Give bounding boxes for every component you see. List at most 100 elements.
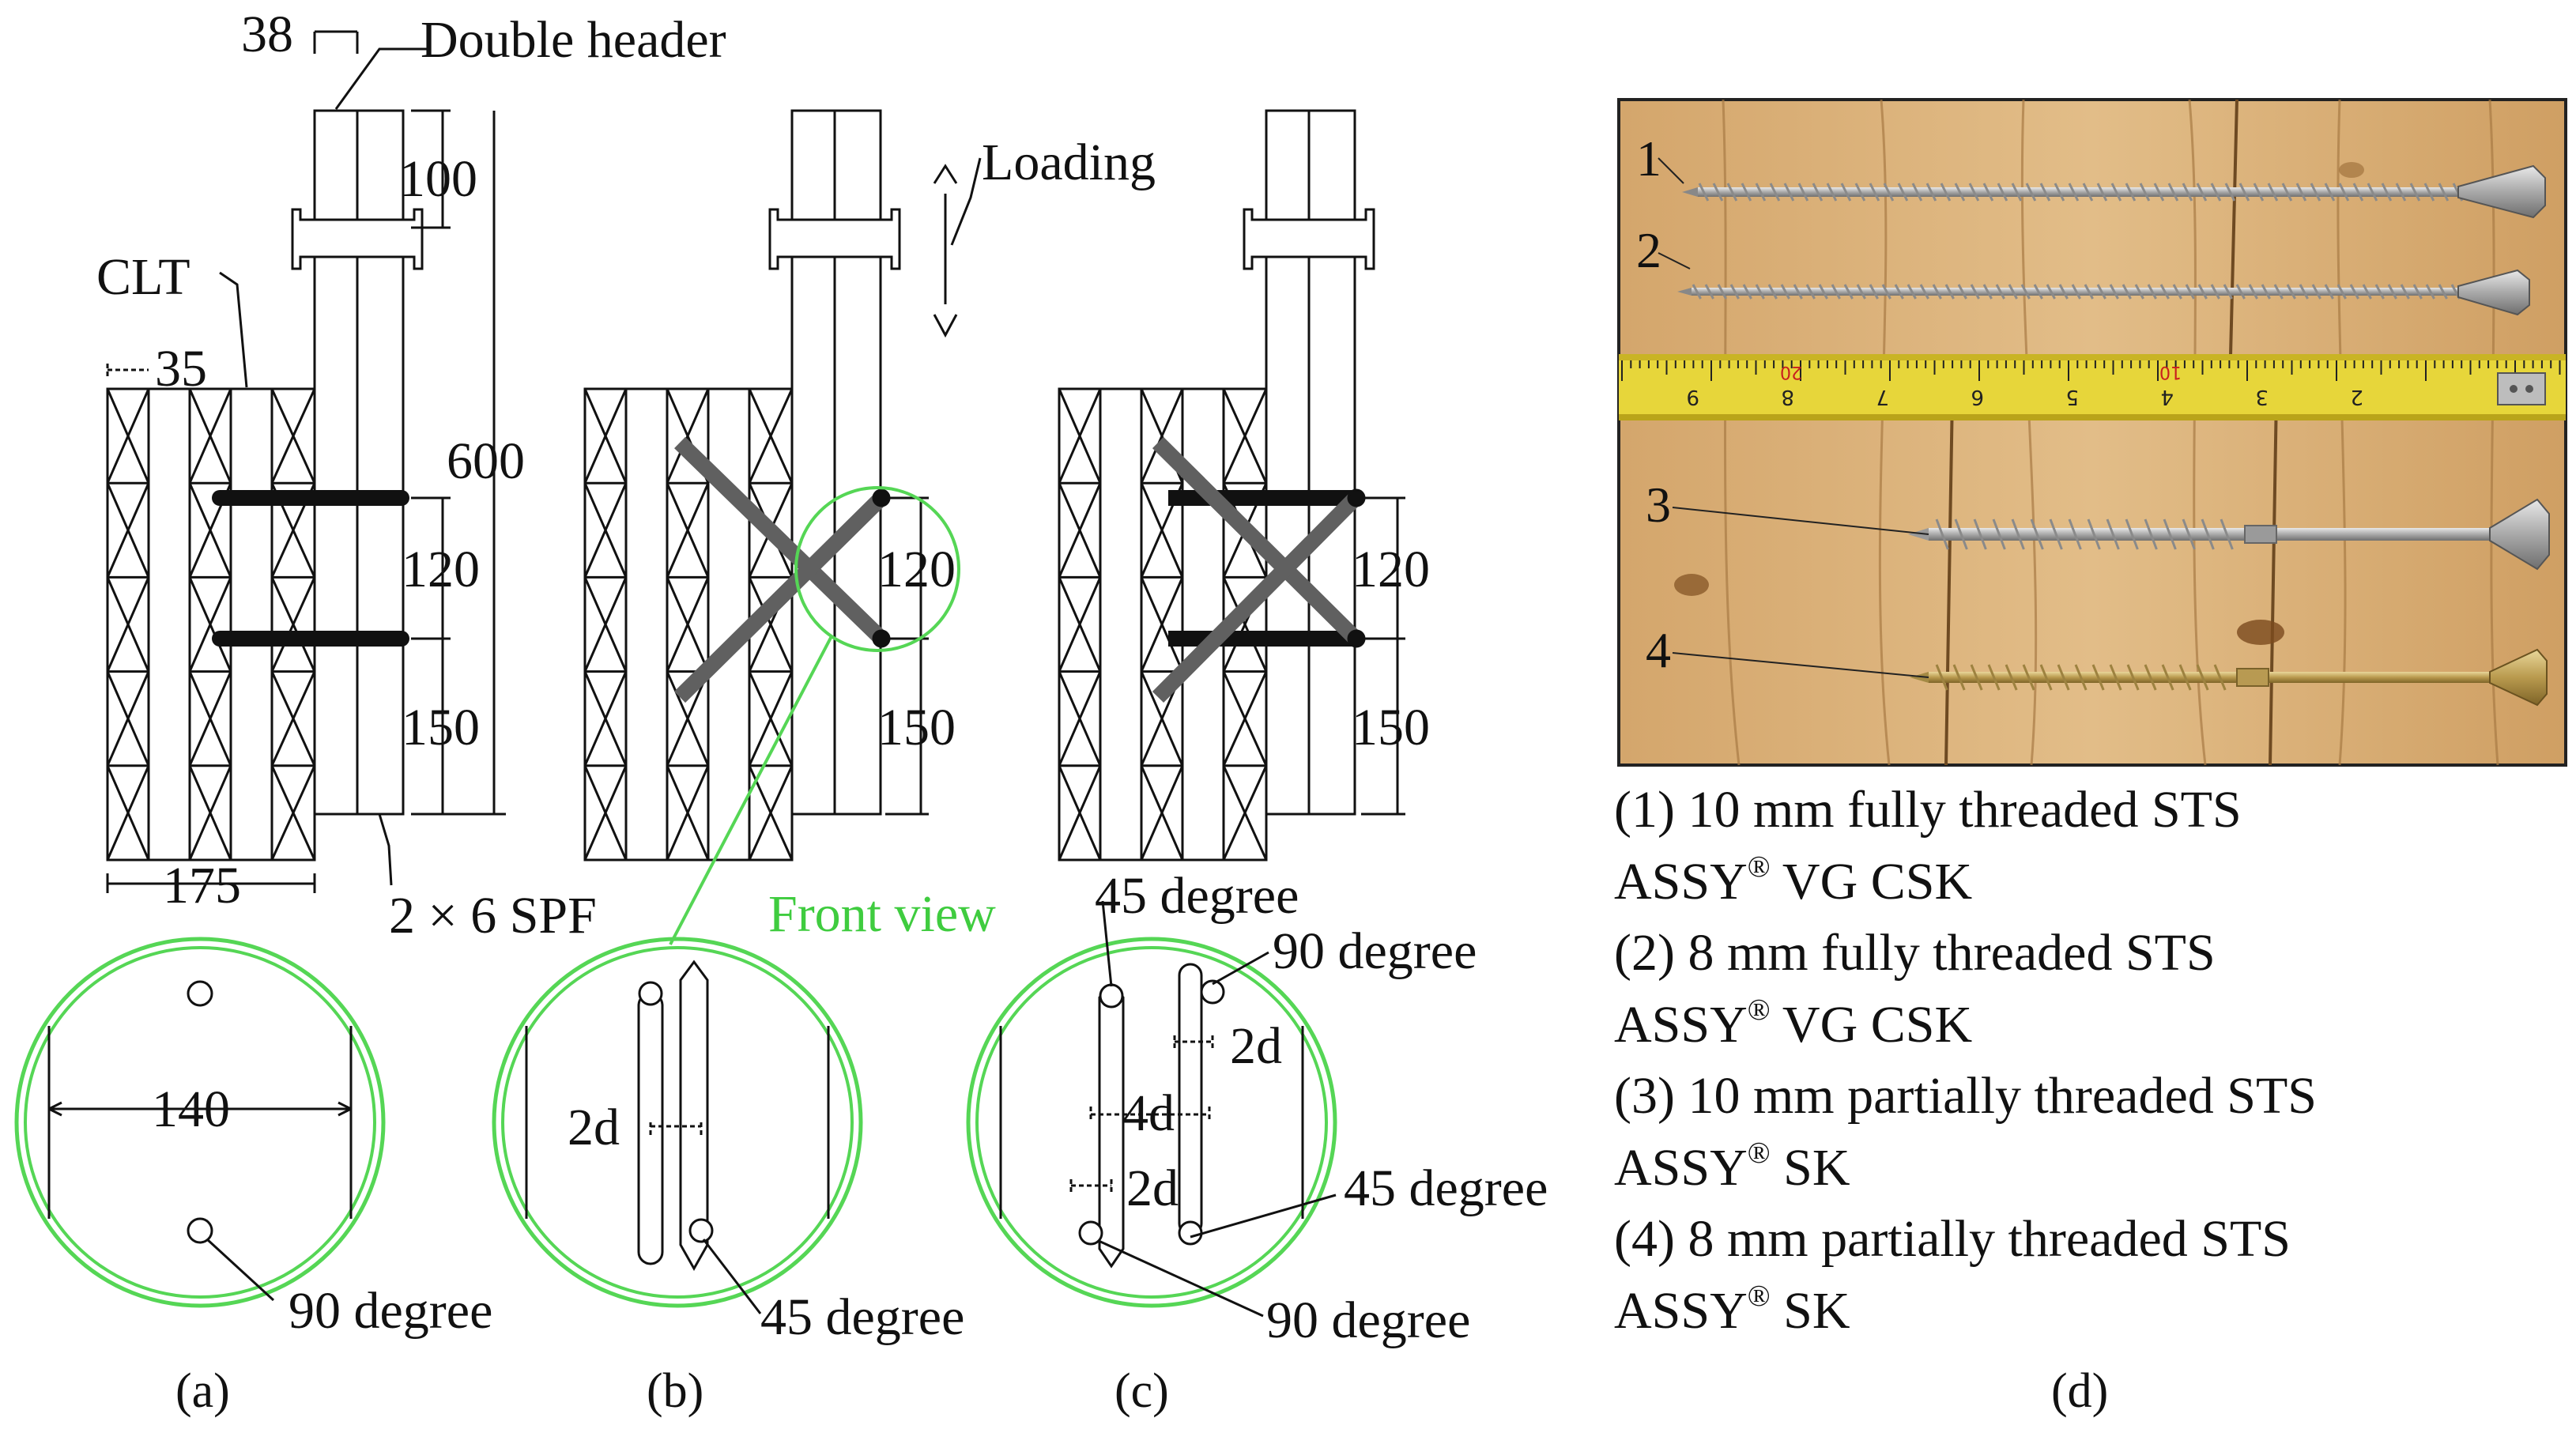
panel-c-side-view [1058, 109, 1405, 862]
screw-thread [2362, 284, 2372, 300]
screw-thread [2068, 183, 2080, 202]
clt-crosshatch [188, 575, 232, 673]
screw-thread [2299, 284, 2309, 300]
screw-thread [2409, 183, 2421, 202]
screw-thread [2025, 183, 2037, 202]
label-clt: CLT [96, 248, 190, 306]
screw-thread [2172, 284, 2182, 300]
screw-thread [2352, 183, 2364, 202]
screw-thread [2374, 284, 2385, 300]
label-2d-c-bottom: 2d [1126, 1159, 1179, 1217]
screw-thread [1780, 284, 1790, 300]
screw-thread [1755, 284, 1765, 300]
caption-d: (d) [2051, 1364, 2108, 1418]
screw-thread [2210, 183, 2222, 202]
label-600: 600 [447, 432, 525, 490]
screw-thread [1932, 284, 1942, 300]
screw-thread [2210, 284, 2220, 300]
screw-thread [1944, 284, 1955, 300]
spf-member-right [833, 109, 882, 816]
screw-thread [1869, 284, 1879, 300]
label-front-view: Front view [768, 885, 996, 943]
label-4d-c: 4d [1122, 1084, 1175, 1142]
screw-thread [2159, 284, 2170, 300]
screw-thread [2033, 284, 2043, 300]
caption-b: (b) [647, 1364, 703, 1418]
screw-slot-90-right [1178, 963, 1203, 1236]
clt-crosshatch [1058, 575, 1102, 673]
screw-thread [2087, 518, 2101, 550]
clt-crosshatch [106, 575, 150, 673]
front-view-a [14, 937, 386, 1308]
screw-thread [2126, 664, 2140, 691]
spf-member-left [1265, 109, 1311, 816]
clt-crosshatch [270, 670, 316, 767]
spf-member-right [1307, 109, 1356, 816]
spf-member-left [313, 109, 359, 816]
clt-crosshatch [270, 764, 316, 861]
screw-thread [2106, 518, 2120, 550]
screw-thread [2196, 664, 2209, 691]
screw-thread [1935, 518, 1949, 550]
spf-member-left [790, 109, 836, 816]
label-100: 100 [399, 150, 477, 208]
screw-thread [1982, 284, 1993, 300]
screw-inclined-b [673, 492, 888, 703]
screw-thread [2046, 284, 2056, 300]
label-150: 150 [877, 699, 956, 756]
legend-line-7: (4) 8 mm partially threaded STS [1614, 1210, 2291, 1268]
screw-thread [2311, 284, 2321, 300]
legend-line-3: (2) 8 mm fully threaded STS [1614, 924, 2216, 982]
screw-thread [1907, 284, 1917, 300]
screw-thread [2008, 284, 2018, 300]
screw-thread [2144, 518, 2158, 550]
screw-thread [2096, 284, 2106, 300]
clt-crosshatch [1058, 481, 1102, 578]
label-120: 120 [1352, 541, 1430, 598]
clt-crosshatch [1058, 670, 1102, 767]
screw-thread [1783, 183, 1795, 202]
label-120: 120 [877, 541, 956, 598]
screw-thread [2110, 183, 2122, 202]
screw-slot-90 [637, 992, 664, 1265]
screw-thread [1698, 183, 1710, 202]
screw-thread [2185, 284, 2195, 300]
screw-thread [1755, 183, 1767, 202]
tape-number: 6 [1971, 385, 1984, 409]
caption-c: (c) [1115, 1364, 1169, 1418]
screw-thread [1692, 284, 1702, 300]
clt-crosshatch [583, 481, 628, 578]
legend-line-2: ASSY® VG CSK [1614, 850, 1973, 911]
screw-thread [1741, 183, 1752, 202]
clt-crosshatch [666, 575, 710, 673]
screw-thread [2423, 183, 2435, 202]
front-view-c [966, 900, 1337, 1318]
screw-thread [2324, 183, 2336, 202]
screw-thread [1997, 183, 2008, 202]
screw-thread [1954, 518, 1968, 550]
screw-thread [1982, 183, 1994, 202]
screw-thread [1729, 284, 1740, 300]
screw-thread [1797, 183, 1809, 202]
screw-thread [2054, 183, 2065, 202]
screw-thread [2134, 284, 2144, 300]
screw-thread [2074, 664, 2088, 691]
label-45-degree-c-bottom: 45 degree [1344, 1159, 1548, 1217]
screw-thread [2201, 518, 2215, 550]
screw-thread [2153, 183, 2165, 202]
screw-thread [2049, 518, 2063, 550]
screw-thread [2224, 183, 2236, 202]
tape-number: 4 [2160, 385, 2174, 409]
screw-thread [2167, 183, 2179, 202]
front-view-b [492, 937, 863, 1314]
label-loading: Loading [982, 134, 1156, 191]
screw-thread [2039, 183, 2051, 202]
screw-thread [2261, 284, 2271, 300]
screw-thread [2057, 664, 2070, 691]
panel-a-side-view [106, 30, 506, 893]
clt-crosshatch [270, 575, 316, 673]
screw-thread [2349, 284, 2359, 300]
screw-thread [2125, 183, 2137, 202]
